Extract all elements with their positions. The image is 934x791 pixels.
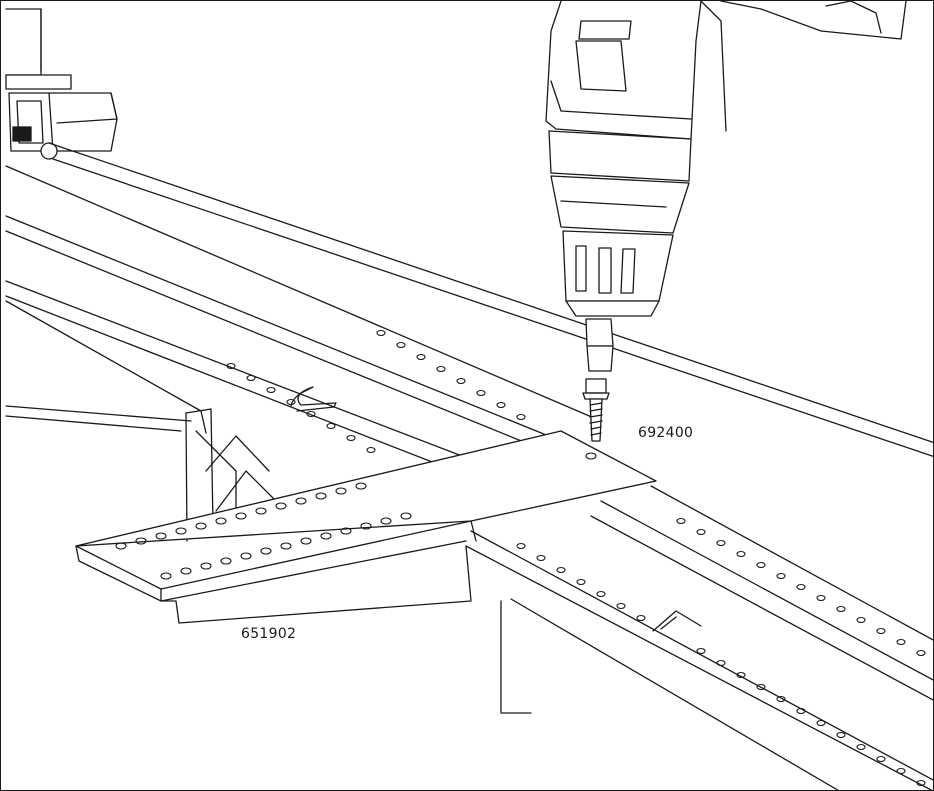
clip: [290, 386, 337, 412]
screw: [582, 378, 610, 442]
screw-part-number: 692400: [638, 425, 694, 441]
clamp-bracket: [5, 8, 118, 160]
bracket-plate: [75, 430, 657, 624]
cross-bar: [48, 142, 933, 458]
truss-support: [185, 408, 277, 542]
right-rail: [465, 485, 933, 790]
drill: [545, 1, 907, 372]
hole-rows: [115, 329, 926, 787]
bracket-part-number: 651902: [241, 626, 297, 642]
upper-rail: [5, 165, 602, 482]
